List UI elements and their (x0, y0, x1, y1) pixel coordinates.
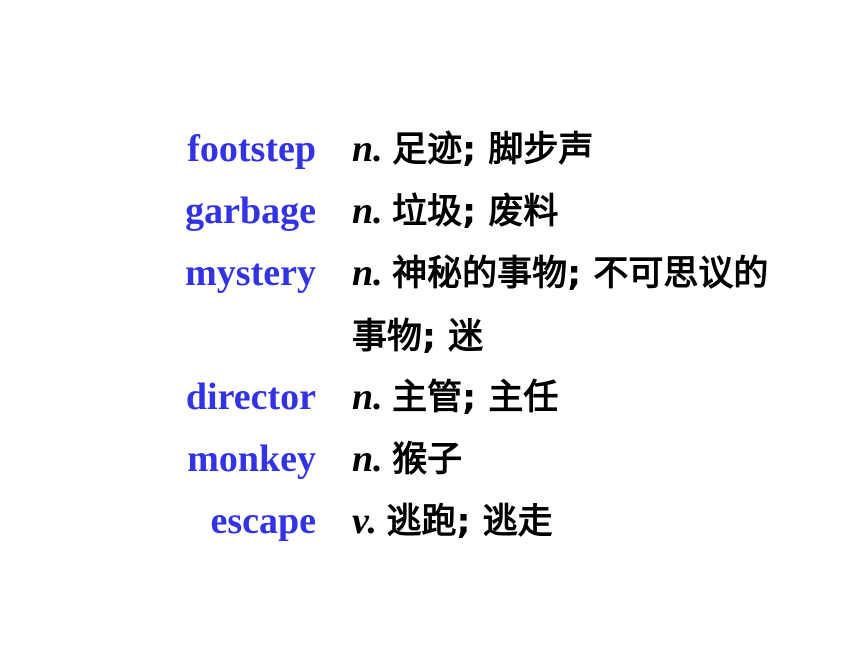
vocab-word: mystery (185, 252, 316, 294)
vocab-definition: n. 垃圾; 废料 (352, 180, 772, 243)
vocab-entry: mystery n. 神秘的事物; 不可思议的事物; 迷 (0, 242, 860, 366)
vocab-word: garbage (185, 190, 316, 232)
part-of-speech: v. (352, 500, 377, 542)
definition-text: 神秘的事物; 不可思议的事物; 迷 (352, 254, 769, 357)
vocab-entry: director n. 主管; 主任 (0, 366, 860, 428)
vocab-definition: n. 主管; 主任 (352, 366, 772, 429)
part-of-speech: n. (352, 190, 383, 232)
vocab-word: escape (210, 500, 316, 542)
vocab-definition: v. 逃跑; 逃走 (352, 490, 772, 553)
vocab-entry: garbage n. 垃圾; 废料 (0, 180, 860, 242)
part-of-speech: n. (352, 128, 383, 170)
definition-text: 猴子 (392, 440, 463, 480)
vocab-word: monkey (187, 438, 316, 480)
vocab-definition: n. 神秘的事物; 不可思议的事物; 迷 (352, 242, 772, 368)
vocab-entry: escape v. 逃跑; 逃走 (0, 490, 860, 552)
part-of-speech: n. (352, 438, 383, 480)
vocab-word: director (185, 376, 316, 418)
part-of-speech: n. (352, 252, 383, 294)
vocab-entry: monkey n. 猴子 (0, 428, 860, 490)
vocabulary-list: footstep n. 足迹; 脚步声 garbage n. 垃圾; 废料 my… (0, 118, 860, 552)
definition-text: 逃跑; 逃走 (386, 502, 553, 542)
vocab-definition: n. 猴子 (352, 428, 772, 491)
definition-text: 垃圾; 废料 (392, 192, 559, 232)
vocab-definition: n. 足迹; 脚步声 (352, 118, 772, 181)
part-of-speech: n. (352, 376, 383, 418)
definition-text: 主管; 主任 (392, 378, 559, 418)
vocab-entry: footstep n. 足迹; 脚步声 (0, 118, 860, 180)
vocab-word: footstep (187, 128, 316, 170)
definition-text: 足迹; 脚步声 (392, 130, 594, 170)
